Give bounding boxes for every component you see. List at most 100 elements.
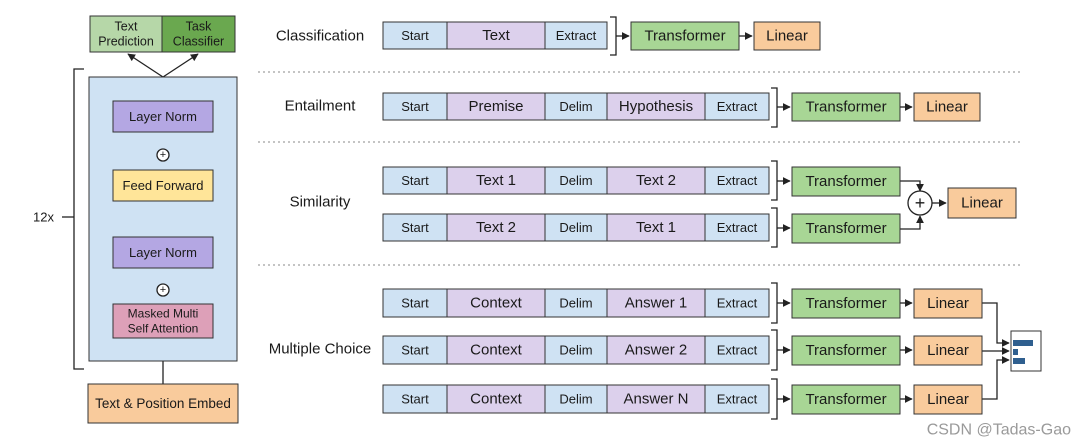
mc-row-0-token-label-2: Delim: [559, 296, 592, 311]
to-text-prediction-arrow: [127, 53, 164, 78]
mc-row-0-token-label-0: Start: [401, 296, 429, 311]
layer-norm-bottom-box: [112, 236, 214, 269]
classification-token-label-1: Text: [482, 27, 510, 44]
classification-label: Classification: [276, 28, 364, 45]
similarity-row-0-token-3: [606, 166, 706, 195]
similarity-row-1-token-label-2: Delim: [559, 220, 592, 235]
feed-forward-box: [112, 169, 214, 202]
embed-label: Text & Position Embed: [95, 396, 231, 411]
similarity-row-0-token-label-1: Text 1: [476, 172, 516, 189]
mc-bracket-2: [771, 378, 778, 420]
similarity-row-0-token-label-0: Start: [401, 173, 429, 188]
entailment-token-label-2: Delim: [559, 99, 592, 114]
mc-row-0-token-label-4: Extract: [717, 296, 758, 311]
similarity-row-1-token-label-0: Start: [401, 220, 429, 235]
masked-attention-box: [112, 303, 214, 339]
similarity-row-0-token-1: [446, 166, 546, 195]
similarity-transformer-0: [791, 166, 901, 197]
mc-transformer-2: [791, 384, 901, 415]
entailment-token-3: [606, 92, 706, 121]
mc-linear-0-label: Linear: [927, 295, 969, 312]
classification-bracket: [610, 16, 617, 56]
entailment-linear: [913, 92, 981, 122]
mc-row-2-token-3: [606, 384, 706, 414]
layer-norm-top-label: Layer Norm: [129, 109, 197, 124]
repeat-count-label: 12x: [33, 210, 54, 225]
mc-row-1-token-3: [606, 335, 706, 365]
mc-row-2-token-4: [704, 384, 770, 414]
mc-row-2-token-label-2: Delim: [559, 392, 592, 407]
similarity-row-1-token-0: [382, 213, 448, 242]
embed-box: [87, 383, 239, 424]
mc-row-0-token-0: [382, 288, 448, 318]
similarity-row-0-token-0: [382, 166, 448, 195]
mc-linear-2-to-output: [982, 356, 1010, 400]
classification-token-2: [544, 21, 608, 50]
similarity-linear: [947, 187, 1017, 219]
entailment-token-label-0: Start: [401, 99, 429, 114]
mc-bracket-0: [771, 282, 778, 324]
similarity-row-0-token-label-2: Delim: [559, 173, 592, 188]
mc-row-1-token-0: [382, 335, 448, 365]
mc-row-0-token-3: [606, 288, 706, 318]
similarity-row-1-token-4: [704, 213, 770, 242]
mc-row-0-token-label-1: Context: [470, 295, 523, 312]
watermark-text: CSDN @Tadas-Gao: [927, 422, 1071, 439]
similarity-row-1-token-label-4: Extract: [717, 220, 758, 235]
similarity-row-0-token-2: [544, 166, 608, 195]
mc-row-2-token-1: [446, 384, 546, 414]
entailment-label: Entailment: [285, 98, 357, 115]
similarity-row-1-token-3: [606, 213, 706, 242]
mc-linear-1: [913, 335, 983, 366]
mc-row-1-token-label-2: Delim: [559, 343, 592, 358]
residual-add-top: [156, 148, 170, 162]
similarity-add: [907, 190, 933, 216]
entailment-transformer: [791, 92, 901, 122]
entailment-token-4: [704, 92, 770, 121]
multiple-choice-label: Multiple Choice: [269, 341, 372, 358]
output-bar-2: [1013, 349, 1018, 355]
similarity-row-1-token-2: [544, 213, 608, 242]
mc-row-1-token-label-1: Context: [470, 342, 523, 359]
mc-row-1-token-label-3: Answer 2: [625, 342, 688, 359]
mc-row-2-token-label-3: Answer N: [623, 391, 688, 408]
to-task-classifier-arrow: [162, 53, 199, 78]
residual-add-bottom: [156, 283, 170, 297]
mc-row-0-token-2: [544, 288, 608, 318]
mc-linear-0-to-output: [982, 302, 1010, 347]
mc-row-1-token-label-0: Start: [401, 343, 429, 358]
mc-row-1-token-label-4: Extract: [717, 343, 758, 358]
similarity-transformer-1: [791, 213, 901, 244]
similarity-row-1-token-label-3: Text 1: [636, 219, 676, 236]
similarity-linear-label: Linear: [961, 195, 1003, 212]
feed-forward-label: Feed Forward: [123, 178, 204, 193]
similarity-row-0-token-4: [704, 166, 770, 195]
similarity-bracket-1: [771, 207, 778, 248]
mc-transformer-1: [791, 335, 901, 366]
similarity-transformer-0-label: Transformer: [805, 173, 886, 190]
entailment-token-label-4: Extract: [717, 99, 758, 114]
mc-linear-2: [913, 384, 983, 415]
mc-row-1-token-1: [446, 335, 546, 365]
similarity-row-0-token-label-3: Text 2: [636, 172, 676, 189]
entailment-transformer-label: Transformer: [805, 99, 886, 116]
entailment-token-1: [446, 92, 546, 121]
similarity-row-0-token-label-4: Extract: [717, 173, 758, 188]
classification-linear: [753, 21, 821, 51]
similarity-bracket-0: [771, 160, 778, 201]
text-prediction-box: [89, 15, 163, 53]
classification-token-label-0: Start: [401, 28, 429, 43]
mc-linear-1-label: Linear: [927, 342, 969, 359]
mc-transformer-2-label: Transformer: [805, 391, 886, 408]
mc-transformer-0-label: Transformer: [805, 295, 886, 312]
mc-bracket-1: [771, 329, 778, 371]
mc-transformer-1-label: Transformer: [805, 342, 886, 359]
entailment-linear-label: Linear: [926, 99, 968, 116]
mc-row-2-token-label-0: Start: [401, 392, 429, 407]
mc-row-2-token-label-1: Context: [470, 391, 523, 408]
classification-linear-label: Linear: [766, 28, 808, 45]
